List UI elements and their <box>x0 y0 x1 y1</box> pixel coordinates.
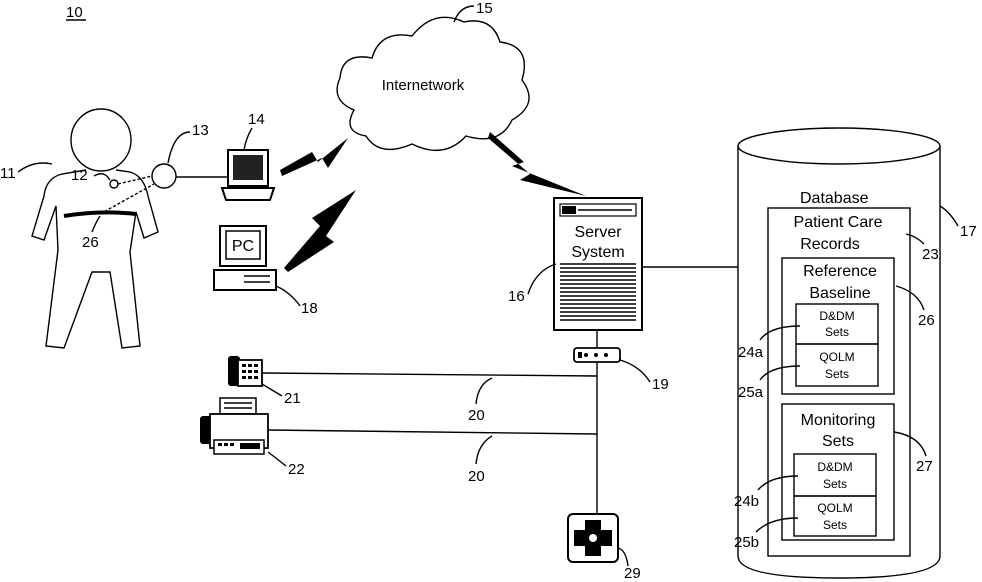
fax-line <box>268 430 597 434</box>
mon-qolm-label-2: Sets <box>823 518 847 532</box>
leader-20-lower <box>476 436 492 464</box>
implant-sensor <box>110 180 118 188</box>
telephone-line <box>262 373 597 376</box>
leader-17 <box>940 206 958 226</box>
ref-ddm-label-2: Sets <box>825 325 849 339</box>
cloud-label: Internetwork <box>382 77 465 94</box>
ref-16: 16 <box>508 288 525 305</box>
leader-29 <box>618 548 628 566</box>
ref-26-database: 26 <box>918 312 935 329</box>
leader-22 <box>268 452 286 466</box>
modem-icon <box>574 348 620 362</box>
ref-25a: 25a <box>738 384 764 401</box>
database-label: Database <box>800 190 869 207</box>
reference-label-1: Reference <box>803 263 877 280</box>
leader-20-upper <box>476 378 492 404</box>
leader-24a <box>760 326 800 340</box>
records-label-1: Patient Care <box>794 214 883 231</box>
ref-27: 27 <box>916 458 933 475</box>
ref-22: 22 <box>288 461 305 478</box>
ref-17: 17 <box>960 223 977 240</box>
leader-14 <box>244 128 252 150</box>
pc-label: PC <box>232 238 254 255</box>
ref-24b: 24b <box>734 493 759 510</box>
ref-14: 14 <box>248 111 265 128</box>
ref-21: 21 <box>284 390 301 407</box>
leader-12 <box>94 174 110 180</box>
leader-11 <box>18 163 52 172</box>
ref-19: 19 <box>652 376 669 393</box>
ref-qolm-label-2: Sets <box>825 367 849 381</box>
patient-figure <box>32 109 228 348</box>
laptop-icon <box>222 150 274 200</box>
wireless-link-pc <box>284 190 356 272</box>
ref-26-patient: 26 <box>82 234 99 251</box>
server-system <box>554 198 642 330</box>
wireless-link-server <box>488 132 586 196</box>
leader-23 <box>906 234 924 244</box>
monitoring-label-2: Sets <box>822 433 854 450</box>
ref-23: 23 <box>922 246 939 263</box>
ref-18: 18 <box>301 300 318 317</box>
leader-13 <box>168 132 190 163</box>
ref-15: 15 <box>476 0 493 17</box>
ref-24a: 24a <box>738 344 764 361</box>
mon-ddm-label-2: Sets <box>823 477 847 491</box>
figure-number: 10 <box>66 4 83 21</box>
reference-label-2: Baseline <box>809 285 870 302</box>
leader-25b <box>756 518 798 532</box>
wireless-link-laptop <box>280 138 348 176</box>
ref-ddm-label-1: D&DM <box>819 309 854 323</box>
ref-qolm-label-1: QOLM <box>819 350 854 364</box>
monitor-belt <box>64 212 136 216</box>
leader-24b <box>758 476 798 490</box>
monitoring-label-1: Monitoring <box>801 412 876 429</box>
leader-16 <box>528 264 556 294</box>
mon-ddm-label-1: D&DM <box>817 460 852 474</box>
sensor-link-26 <box>100 184 154 214</box>
patient-body-outline <box>32 170 158 348</box>
sensor-link-12 <box>118 176 152 184</box>
fax-icon <box>200 398 268 454</box>
medical-cross-icon <box>568 514 618 562</box>
ref-20-upper: 20 <box>468 407 485 424</box>
records-label-2: Records <box>800 236 860 253</box>
ref-25b: 25b <box>734 534 759 551</box>
leader-25a <box>760 366 800 380</box>
pc-icon <box>214 226 276 290</box>
patient-transceiver <box>152 164 176 188</box>
mon-qolm-label-1: QOLM <box>817 501 852 515</box>
server-label-2: System <box>571 244 624 261</box>
leader-21 <box>262 384 282 396</box>
leader-19 <box>620 360 650 382</box>
leader-18 <box>276 286 300 306</box>
server-stripes <box>560 264 636 320</box>
leader-26-patient <box>92 216 100 232</box>
telephone-icon <box>228 356 262 386</box>
ref-20-lower: 20 <box>468 468 485 485</box>
ref-13: 13 <box>192 122 209 139</box>
patient-head <box>71 109 131 171</box>
server-label-1: Server <box>574 224 622 241</box>
ref-12: 12 <box>71 167 88 184</box>
ref-11: 11 <box>0 165 16 182</box>
ref-29: 29 <box>624 565 641 582</box>
